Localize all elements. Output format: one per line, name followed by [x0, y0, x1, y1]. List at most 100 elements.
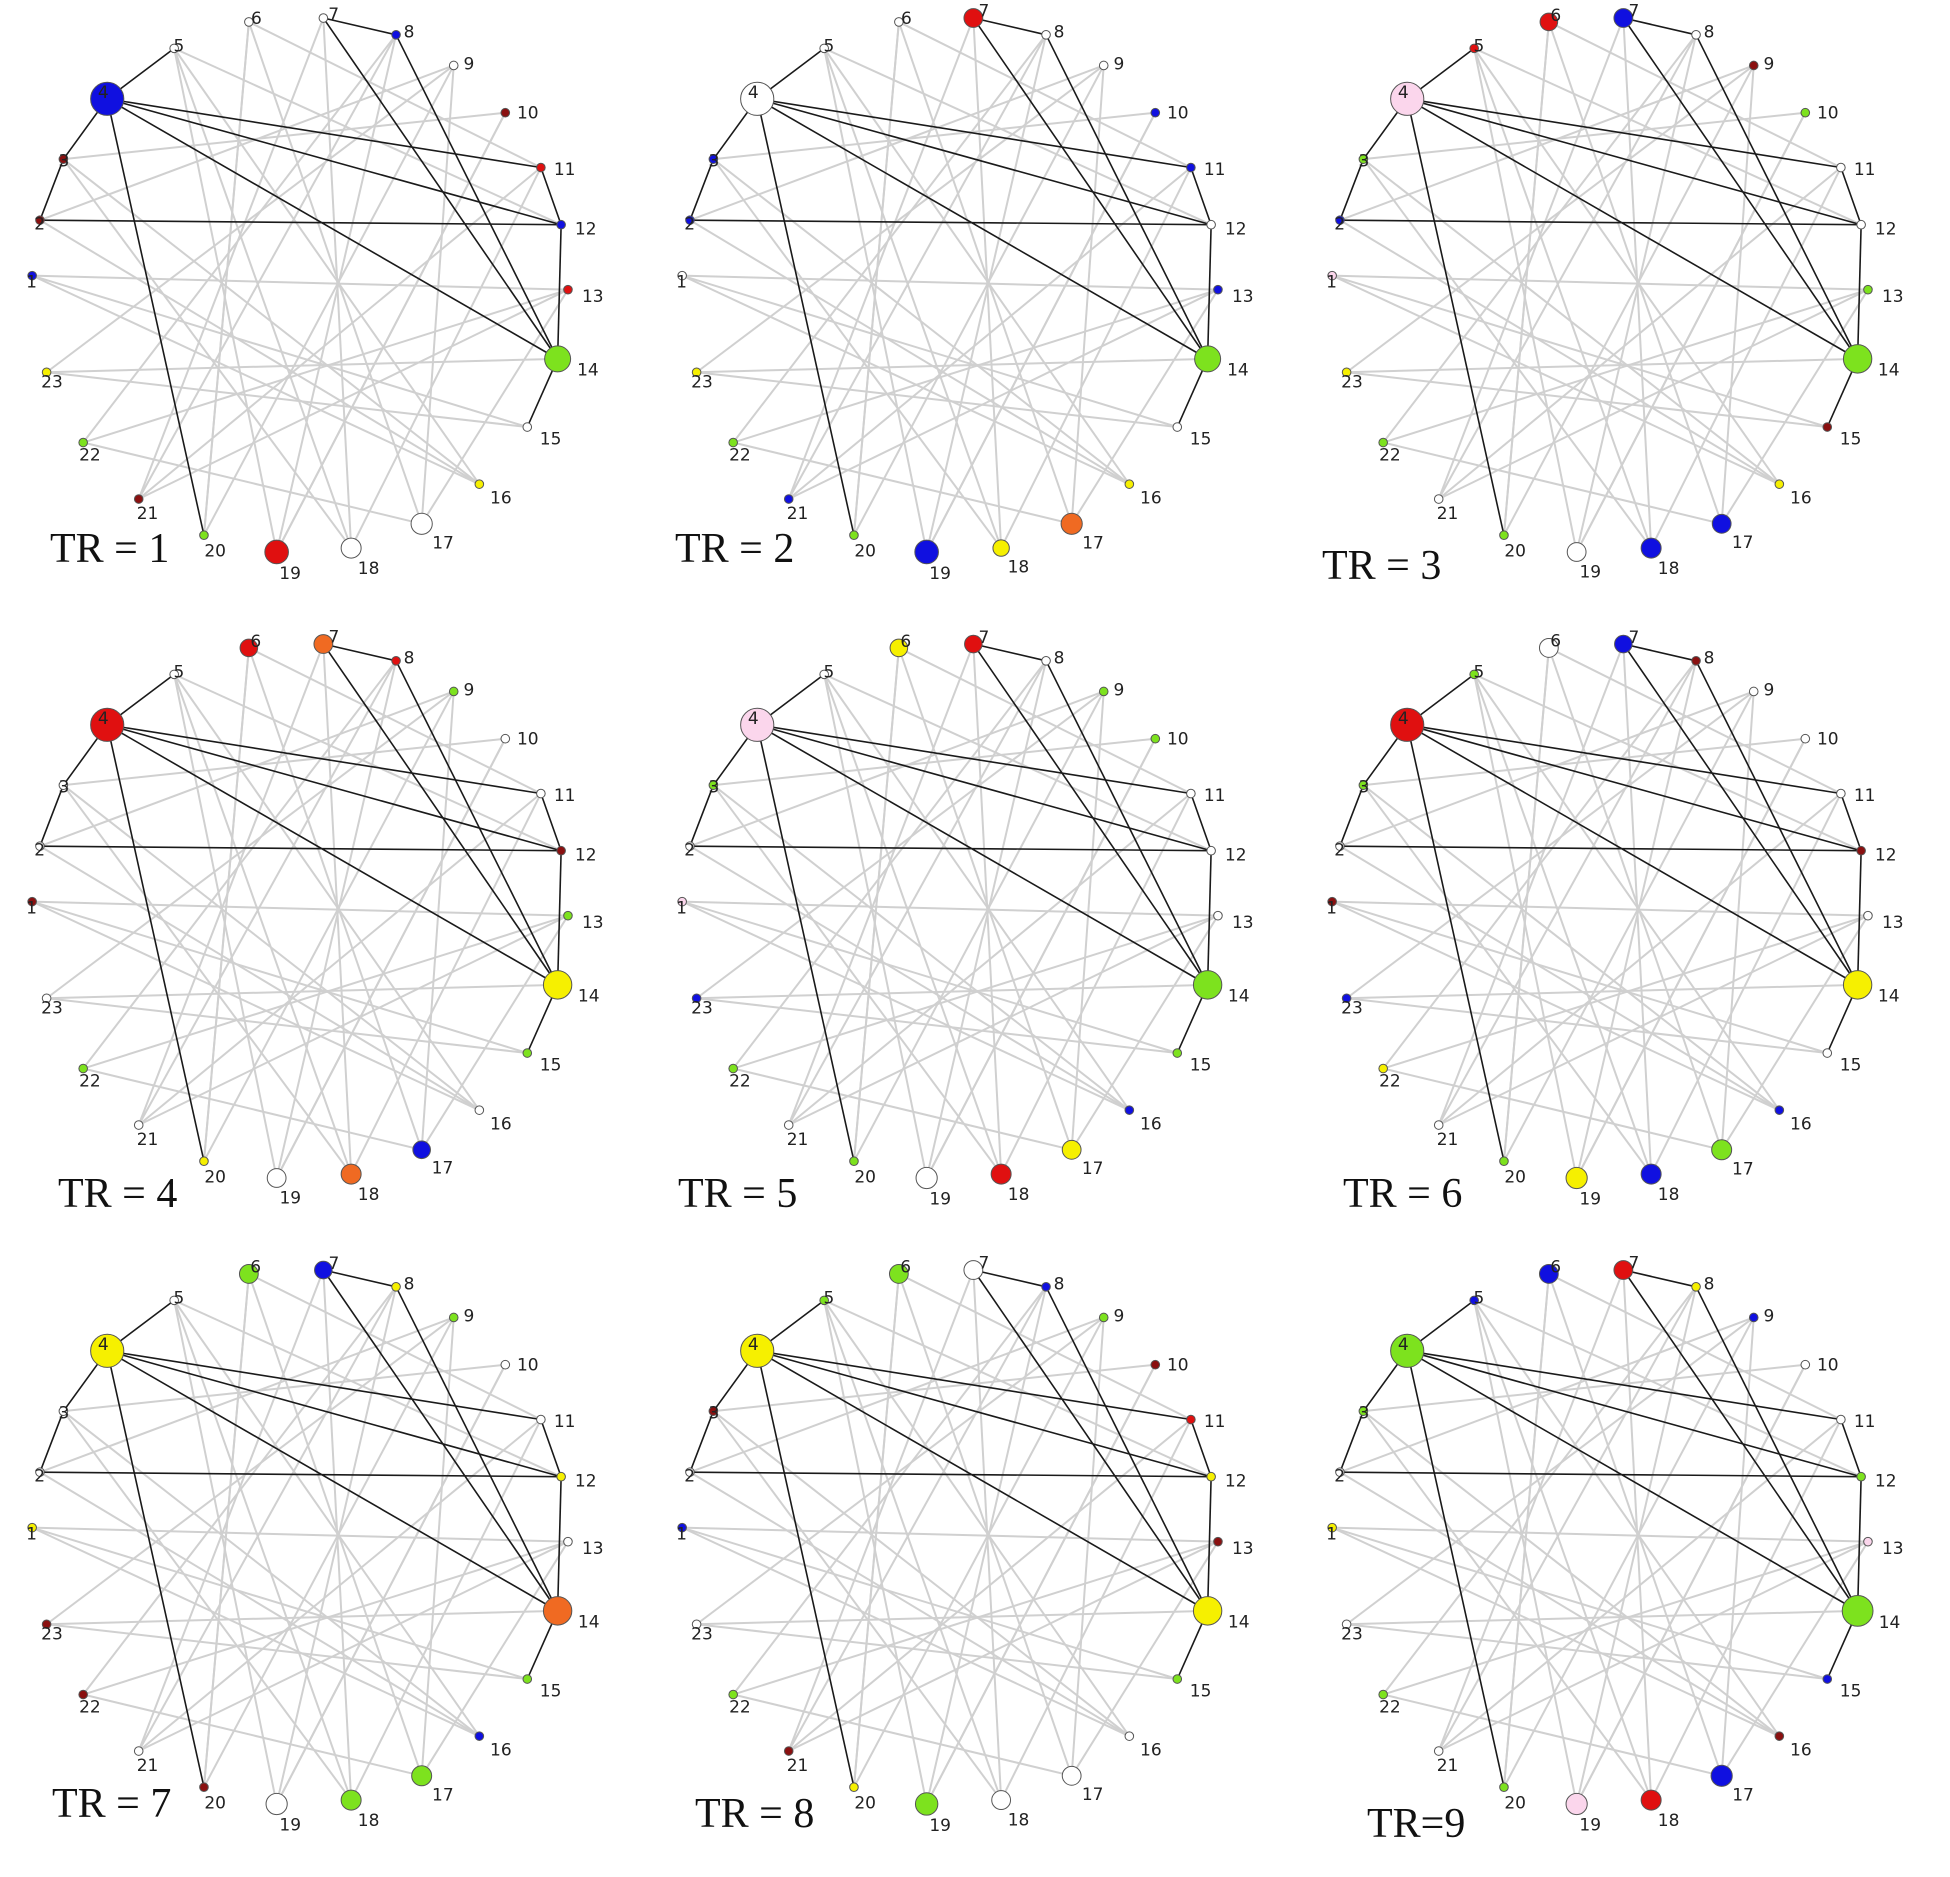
node-label-2: 2 — [1334, 1467, 1345, 1487]
node-3 — [1358, 1406, 1369, 1416]
edge-light-23-14 — [696, 1609, 1208, 1626]
edge-strong-2-12 — [1339, 845, 1862, 852]
node-22 — [78, 1689, 88, 1700]
node-17 — [1711, 513, 1732, 534]
node-label-1: 1 — [676, 1524, 687, 1544]
node-16 — [1774, 1731, 1785, 1741]
edge-strong-8-14 — [395, 660, 559, 986]
node-17 — [410, 512, 433, 535]
node-label-23: 23 — [1341, 999, 1363, 1019]
node-label-21: 21 — [787, 1130, 809, 1150]
edge-strong-4-11 — [1407, 98, 1842, 169]
edge-strong-4-11 — [1407, 1350, 1842, 1421]
edge-light-21-11 — [1438, 792, 1842, 1126]
node-label-2: 2 — [1334, 841, 1345, 861]
node-10 — [1800, 107, 1811, 118]
node-label-10: 10 — [517, 1355, 539, 1375]
edge-light-15-23 — [696, 371, 1178, 429]
node-14 — [1192, 970, 1223, 1000]
node-label-19: 19 — [279, 1815, 301, 1835]
edge-strong-7-8 — [1623, 17, 1697, 36]
edge-light-20-6 — [852, 21, 900, 536]
node-label-16: 16 — [1790, 489, 1812, 509]
node-label-7: 7 — [979, 628, 990, 648]
node-label-8: 8 — [404, 648, 415, 668]
edge-light-20-9 — [203, 1316, 455, 1788]
edge-light-2-16 — [39, 219, 480, 486]
node-label-12: 12 — [1225, 219, 1247, 239]
node-label-3: 3 — [709, 1403, 720, 1423]
node-8 — [1041, 30, 1051, 40]
edge-light-17-13 — [1720, 915, 1869, 1151]
node-9 — [448, 1312, 459, 1323]
node-label-9: 9 — [463, 680, 474, 700]
node-label-14: 14 — [1227, 360, 1249, 380]
node-13 — [563, 910, 573, 921]
edge-strong-12-14 — [1206, 850, 1212, 985]
node-2 — [1335, 841, 1345, 851]
edge-strong-7-14 — [1622, 1269, 1859, 1612]
node-label-7: 7 — [979, 1, 990, 21]
panel-caption-8: TR = 8 — [695, 1791, 815, 1837]
node-label-6: 6 — [251, 9, 262, 29]
node-15 — [1822, 422, 1833, 432]
node-22 — [728, 1063, 738, 1074]
node-label-13: 13 — [582, 913, 604, 933]
node-16 — [474, 1731, 485, 1741]
edge-strong-4-14 — [106, 98, 559, 360]
edge-light-5-12 — [173, 47, 562, 226]
node-20 — [1499, 530, 1509, 540]
edge-light-20-9 — [853, 690, 1105, 1162]
node-9 — [1748, 686, 1759, 697]
edge-light-17-22 — [732, 441, 1072, 525]
edge-strong-12-14 — [1206, 224, 1212, 359]
edge-light-9-17 — [1720, 691, 1755, 1150]
edge-strong-8-14 — [1695, 660, 1859, 986]
node-label-15: 15 — [540, 1055, 562, 1075]
edge-light-6-11 — [248, 1273, 542, 1421]
edge-strong-4-20 — [1406, 1350, 1505, 1788]
node-5 — [169, 669, 179, 680]
edge-strong-11-12 — [540, 793, 562, 851]
node-label-12: 12 — [1875, 845, 1897, 865]
node-2 — [35, 841, 45, 851]
edge-light-20-9 — [1503, 690, 1755, 1162]
edge-light-9-17 — [1720, 65, 1755, 524]
edge-light-21-7 — [1437, 1269, 1625, 1752]
edge-strong-11-12 — [1840, 167, 1862, 225]
edge-light-5-16 — [1473, 1299, 1781, 1737]
edge-light-3-18 — [62, 158, 352, 549]
node-21 — [1433, 1120, 1444, 1130]
node-label-7: 7 — [328, 5, 339, 25]
node-label-5: 5 — [173, 37, 184, 57]
edge-light-20-6 — [202, 647, 250, 1162]
panel-caption-4: TR = 4 — [58, 1171, 178, 1217]
edge-light-8-19 — [1575, 1286, 1698, 1805]
edge-light-3-18 — [712, 1410, 1002, 1801]
edge-light-18-11 — [1000, 1419, 1192, 1801]
node-label-16: 16 — [1140, 1115, 1162, 1135]
edge-light-21-7 — [137, 643, 325, 1126]
edge-light-23-14 — [696, 983, 1208, 1000]
node-label-14: 14 — [577, 360, 599, 380]
edge-strong-4-14 — [1406, 724, 1859, 986]
edge-light-23-9 — [695, 64, 1105, 374]
edge-light-18-11 — [350, 793, 542, 1175]
edge-light-17-13 — [420, 915, 569, 1151]
node-7 — [963, 8, 984, 28]
edge-light-3-18 — [62, 784, 352, 1175]
node-17 — [1710, 1764, 1733, 1787]
node-7 — [964, 634, 983, 654]
edge-light-3-18 — [1362, 1410, 1652, 1801]
edge-light-21-11 — [1438, 1418, 1842, 1752]
node-label-3: 3 — [59, 1403, 70, 1423]
edge-light-21-11 — [788, 166, 1192, 500]
edge-light-19-5 — [173, 1300, 278, 1805]
node-label-9: 9 — [1113, 680, 1124, 700]
node-6 — [894, 17, 904, 27]
node-5 — [169, 1295, 179, 1306]
edge-light-6-11 — [898, 21, 1192, 169]
node-label-21: 21 — [137, 1130, 159, 1150]
node-label-13: 13 — [1232, 913, 1254, 933]
